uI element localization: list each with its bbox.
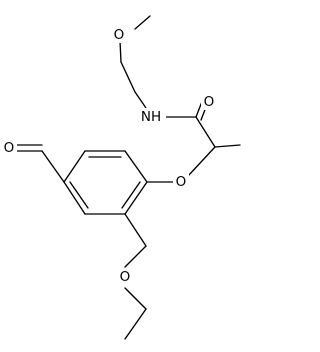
atom-nh-amide-label: NH — [141, 109, 161, 125]
bond-layer — [16, 15, 241, 340]
atom-nh-amide: NH — [136, 108, 166, 126]
atom-o-ethoxy: O — [117, 269, 133, 285]
bond-ring-c2-c1 — [124, 181, 148, 215]
atom-o-carbonyl: O — [201, 94, 217, 110]
atom-o-carbonyl-mask — [201, 94, 217, 110]
bond-ethoxy-ch2-ch3 — [124, 308, 147, 340]
atom-o-aldehyde: O — [1, 140, 17, 156]
atom-label-layer: O NH O O O O — [1, 27, 217, 285]
bond-ring-ethoxy-carbon — [124, 213, 147, 247]
atom-o-methoxy: O — [111, 27, 127, 43]
bond-ethoxy-o-ch2 — [124, 287, 147, 310]
atom-o-ether-aryl: O — [173, 174, 189, 190]
bond-ch2-nh — [134, 91, 147, 109]
bond-alpha-ether-o — [187, 146, 216, 177]
atom-nh-amide-mask — [136, 108, 166, 126]
bond-alpha-methyl — [214, 144, 241, 148]
atom-o-ethoxy-label: O — [120, 269, 131, 285]
bond-ring-c5-c4 — [63, 150, 86, 183]
bond-carbonyl-alpha-carbon — [195, 116, 216, 148]
bond-ring-inner-left — [69, 181, 89, 209]
atom-o-aldehyde-mask — [1, 140, 17, 156]
bond-ring-aldehyde-carbon — [41, 150, 65, 183]
bond-methyl-methoxy-o — [134, 15, 151, 30]
atom-o-ethoxy-mask — [117, 269, 133, 285]
atom-o-carbonyl-label: O — [204, 94, 215, 110]
bond-ring-c4-c3 — [63, 181, 86, 215]
atom-o-methoxy-mask — [111, 27, 127, 43]
bond-ch2-ch2 — [120, 61, 136, 93]
chemical-structure-diagram: O NH O O O O — [1, 15, 241, 340]
bond-ring-inner-right — [121, 181, 141, 209]
bond-methoxy-o-ch2 — [119, 40, 122, 63]
atom-o-methoxy-label: O — [114, 27, 125, 43]
atom-o-ether-aryl-mask — [173, 174, 189, 190]
bond-ethoxy-ring-o — [124, 245, 147, 268]
atom-o-aldehyde-label: O — [4, 140, 15, 156]
bond-ring-c1-c6 — [124, 150, 148, 183]
atom-o-ether-aryl-label: O — [176, 174, 187, 190]
